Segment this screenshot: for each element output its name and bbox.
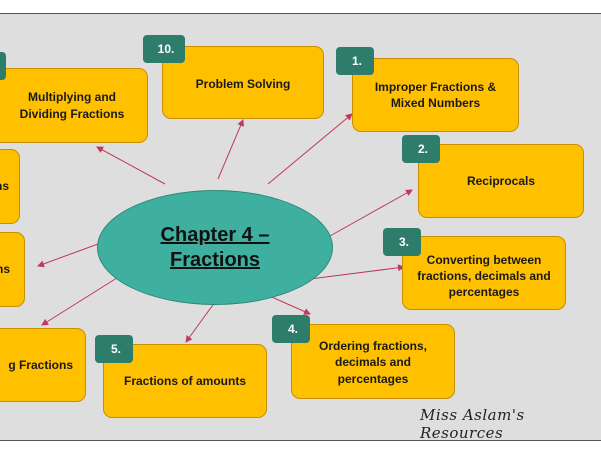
topic-converting-label: Converting between fractions, decimals a…: [417, 252, 551, 300]
topic-ordering: Ordering fractions, decimals and percent…: [291, 324, 455, 399]
chapter-title: Chapter 4 –Fractions: [160, 223, 270, 271]
topic-left-upper-label: ns: [0, 179, 9, 194]
topic-multiplying-dividing-number-tag: [0, 52, 6, 80]
topic-left-middle: ns: [0, 232, 25, 307]
topic-multiplying-dividing: Multiplying and Dividing Fractions: [0, 68, 148, 143]
topic-improper-fractions-label: Improper Fractions & Mixed Numbers: [374, 79, 497, 110]
topic-reciprocals: Reciprocals: [418, 144, 584, 218]
topic-left-upper: ns: [0, 149, 20, 224]
arrow-to-multiplying: [96, 146, 166, 185]
arrow-to-problem-solving: [217, 119, 244, 180]
connector-arrows: [37, 113, 413, 343]
arrow-to-reciprocals: [329, 189, 413, 237]
topic-problem-solving-label: Problem Solving: [195, 77, 291, 91]
topic-problem-solving-number: 10.: [157, 42, 175, 56]
topic-reciprocals-label: Reciprocals: [466, 173, 536, 188]
arrow-to-converting: [309, 264, 405, 280]
topic-improper-fractions-number: 1.: [351, 54, 362, 68]
mind-map-slide: Multiplying and Dividing Fractions ns ns…: [0, 13, 601, 441]
chapter-title-ellipse: Chapter 4 –Fractions: [97, 190, 333, 305]
topic-converting-number-tag: 3.: [383, 228, 421, 256]
topic-multiplying-dividing-label: Multiplying and Dividing Fractions: [19, 90, 125, 121]
topic-fractions-of-amounts-number: 5.: [110, 342, 121, 356]
topic-converting-number: 3.: [398, 235, 409, 249]
arrow-to-fractions-of-amounts: [185, 301, 216, 343]
arrow-to-left-middle: [37, 243, 99, 268]
topic-improper-fractions: Improper Fractions & Mixed Numbers: [352, 58, 519, 132]
arrow-to-left-lower: [41, 275, 121, 326]
topic-problem-solving-number-tag: 10.: [143, 35, 185, 63]
topic-reciprocals-number-tag: 2.: [402, 135, 440, 163]
arrow-to-improper-fractions: [267, 113, 353, 185]
topic-left-lower: g Fractions: [0, 328, 86, 402]
author-signature: Miss Aslam's Resources: [420, 406, 525, 441]
topic-fractions-of-amounts-number-tag: 5.: [95, 335, 133, 363]
topic-converting: Converting between fractions, decimals a…: [402, 236, 566, 310]
topic-improper-fractions-number-tag: 1.: [336, 47, 374, 75]
topic-fractions-of-amounts-label: Fractions of amounts: [123, 373, 246, 388]
topic-problem-solving: Problem Solving: [162, 46, 324, 119]
topic-reciprocals-number: 2.: [417, 142, 428, 156]
topic-ordering-label: Ordering fractions, decimals and percent…: [318, 339, 428, 386]
topic-ordering-number: 4.: [287, 322, 298, 336]
topic-left-lower-label: g Fractions: [8, 357, 73, 372]
topic-ordering-number-tag: 4.: [272, 315, 310, 343]
topic-left-middle-label: ns: [0, 262, 10, 277]
